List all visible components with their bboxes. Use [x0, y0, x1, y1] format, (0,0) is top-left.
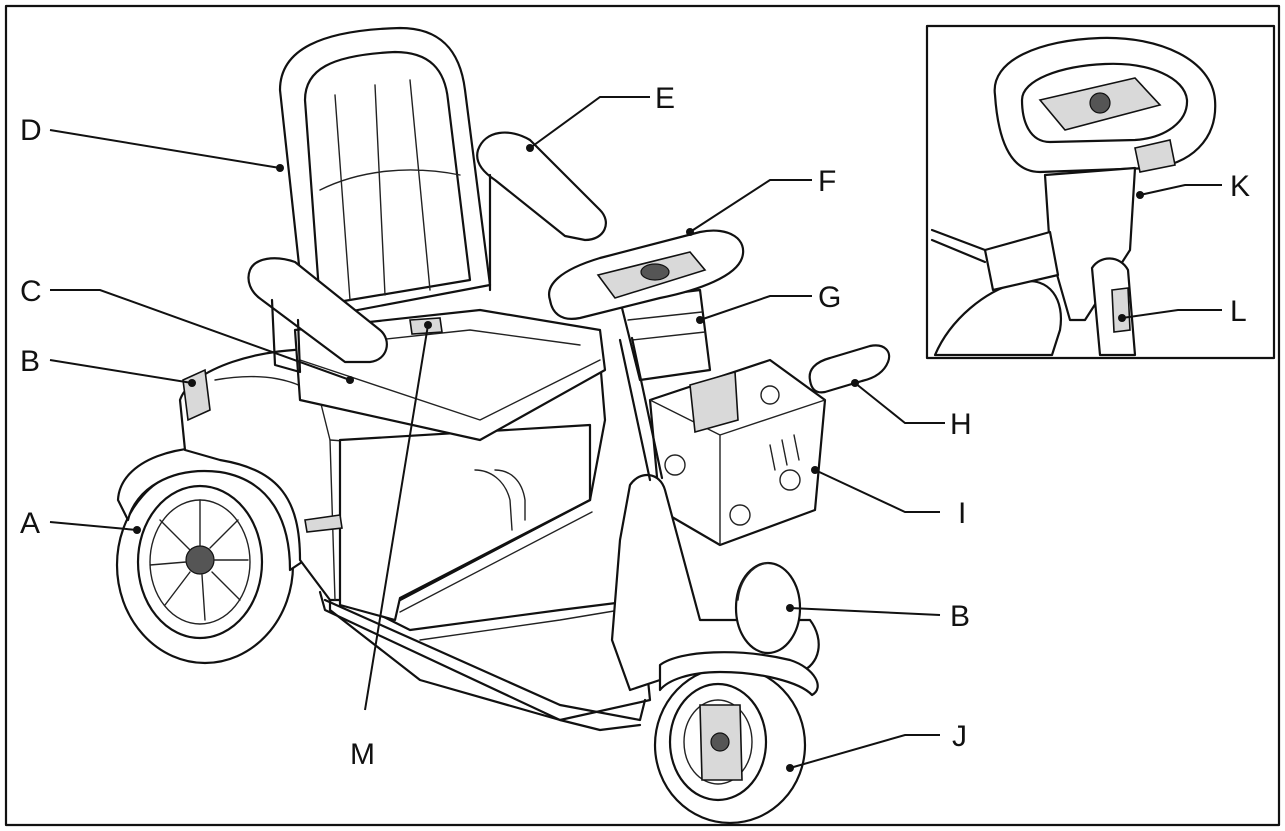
leader-c [50, 289, 351, 381]
label-b-rear: B [20, 345, 40, 378]
label-j: J [952, 720, 967, 753]
label-l: L [1230, 295, 1247, 328]
leader-e [529, 96, 650, 149]
label-g: G [818, 281, 841, 314]
label-m: M [350, 738, 375, 771]
front-fender [658, 651, 819, 697]
label-b-front: B [950, 600, 970, 633]
leader-d [49, 129, 281, 169]
armrest-left [247, 257, 388, 364]
scooter-illustration [115, 26, 891, 825]
label-i: I [958, 497, 966, 530]
leader-i [814, 469, 940, 513]
leader-lines [49, 96, 1222, 772]
leader-l [1121, 309, 1222, 319]
label-c: C [20, 275, 42, 308]
outer-frame [4, 4, 1281, 827]
leader-b-front [789, 607, 941, 616]
rear-light [182, 368, 211, 422]
front-wheel [653, 665, 807, 825]
leader-f [689, 179, 812, 233]
leader-a [49, 521, 138, 531]
leader-g [699, 295, 812, 321]
inset-detail [925, 24, 1276, 360]
leader-j [789, 734, 940, 769]
front-basket [648, 358, 827, 547]
leader-k [1139, 184, 1222, 196]
label-e: E [655, 82, 675, 115]
label-f: F [818, 165, 836, 198]
label-h: H [950, 408, 972, 441]
armrest-right [476, 131, 607, 242]
handle-grip [808, 344, 891, 394]
floor-deck [328, 588, 652, 722]
seat-back [278, 26, 492, 322]
foot-rail [323, 598, 647, 722]
label-k: K [1230, 170, 1250, 203]
part-labels: D E F C G B H A I B J M K L [20, 82, 1250, 771]
leader-m [364, 324, 429, 711]
rear-wheel [115, 465, 295, 665]
label-a: A [20, 507, 40, 540]
battery-box [338, 423, 592, 622]
leader-h [854, 382, 945, 424]
label-d: D [20, 114, 42, 147]
leader-b-rear [49, 359, 193, 384]
